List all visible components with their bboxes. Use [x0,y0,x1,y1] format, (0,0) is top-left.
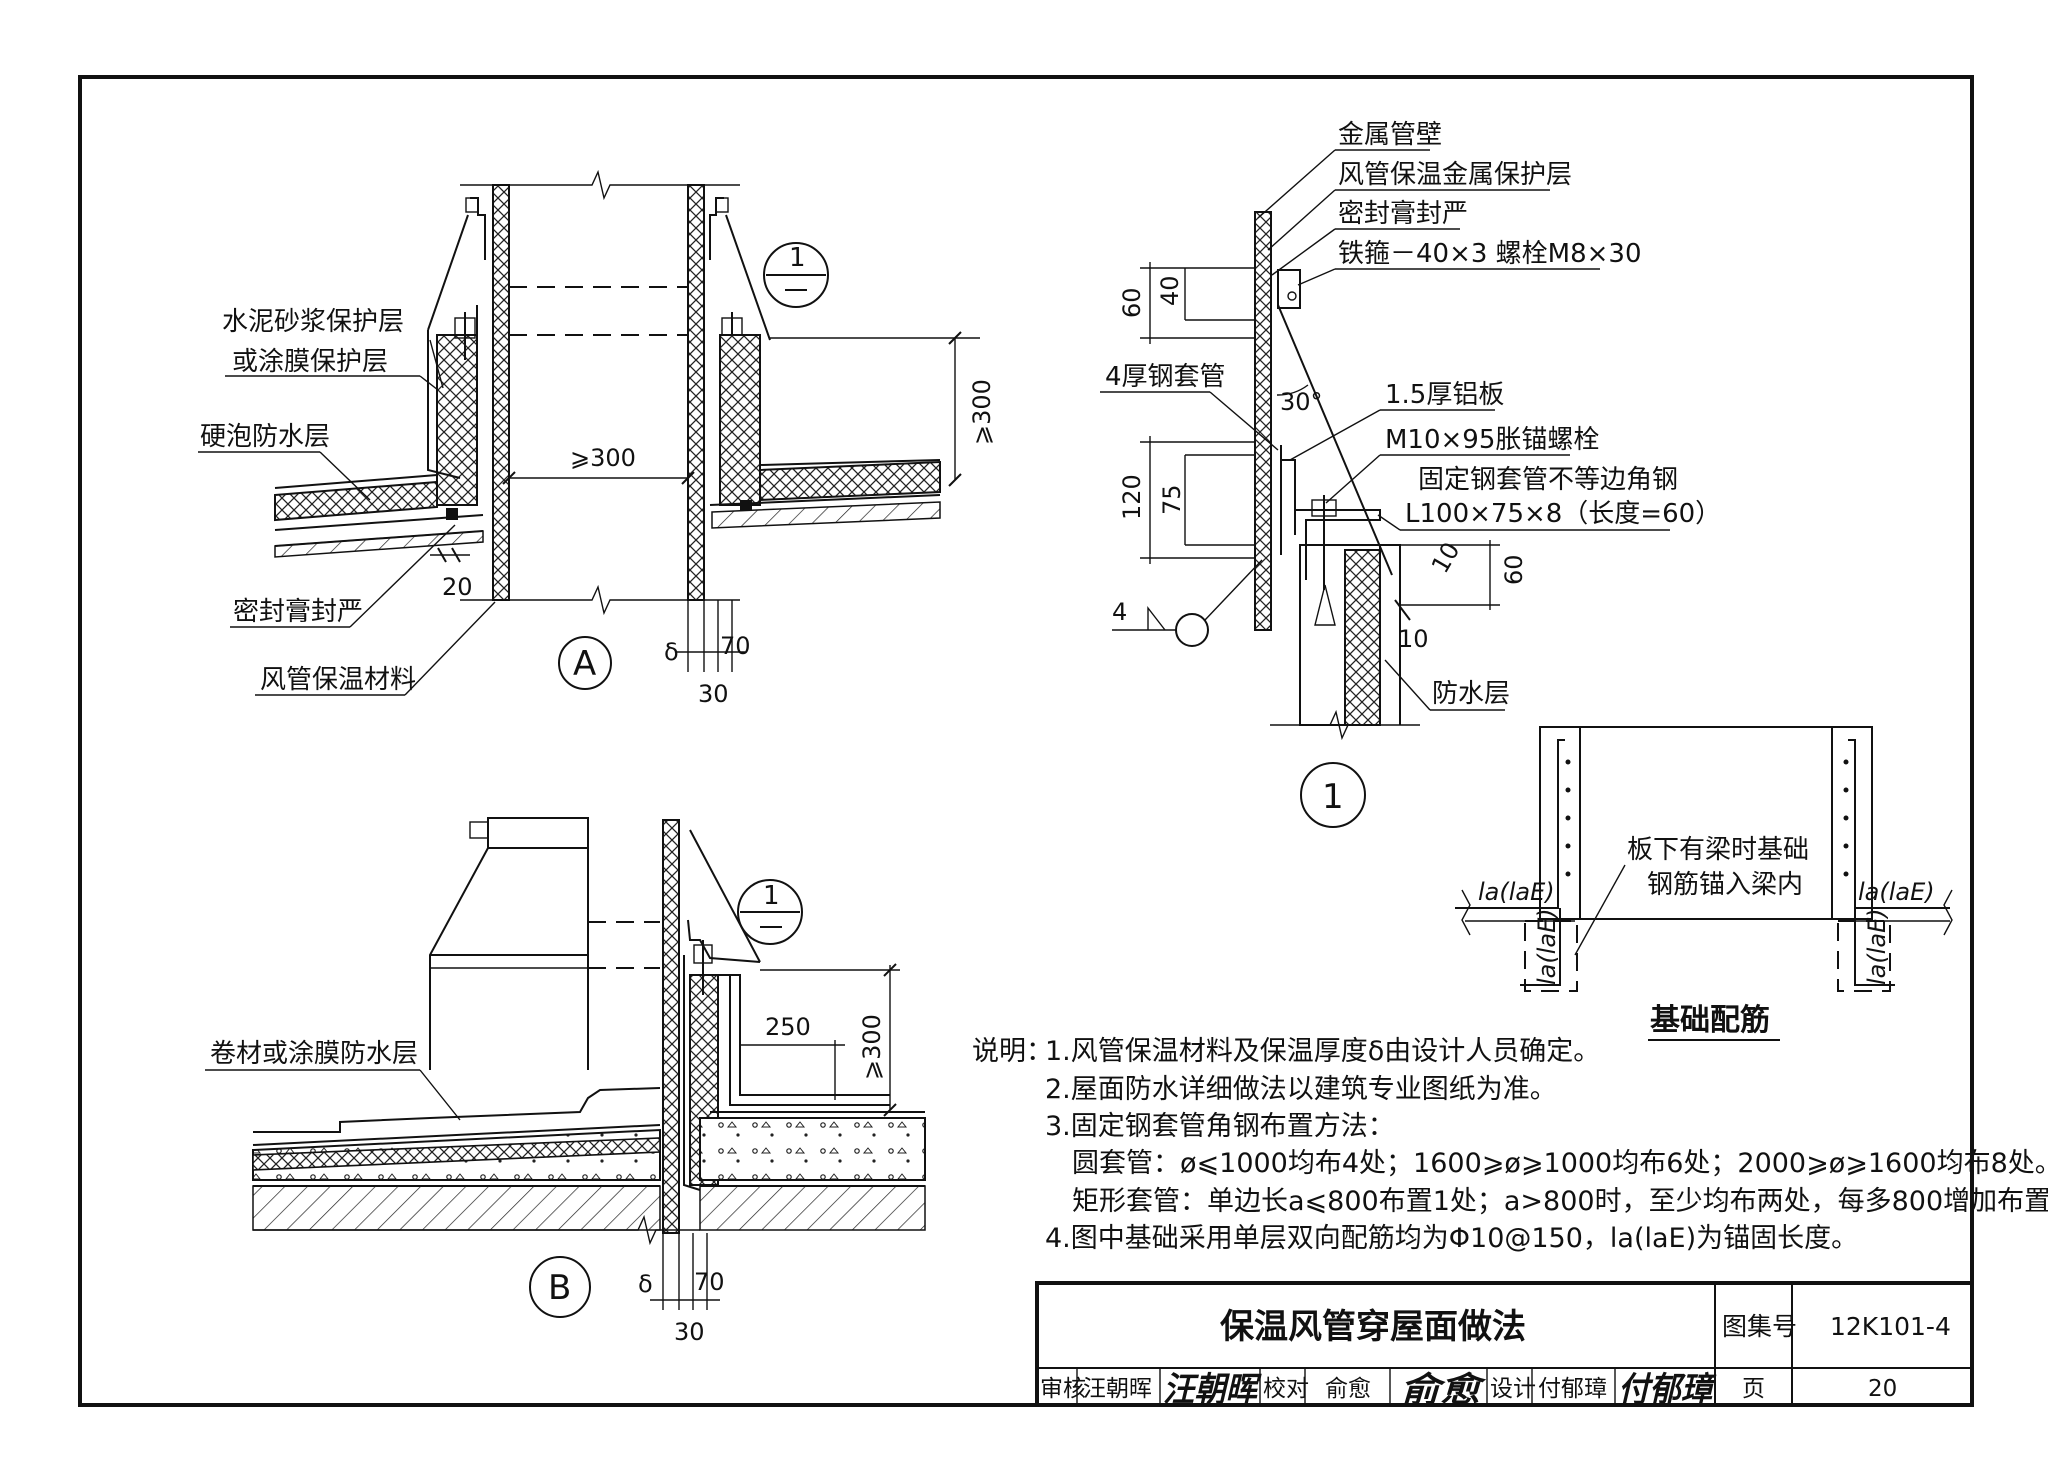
title-block-check-label: 校对 [1263,1376,1309,1402]
detail-a-label-foam: 硬泡防水层 [200,422,330,452]
detail-b-dim-70: 70 [694,1268,725,1296]
foundation-la-4: la(laE) [1863,908,1891,985]
detail-1-dim-10a: 10 [1426,538,1466,578]
detail-1-label-metal-cover: 风管保温金属保护层 [1338,160,1572,190]
foundation-title: 基础配筋 [1650,1003,1770,1038]
notes-n3: 3.固定钢套管角钢布置方法： [1045,1111,1395,1142]
detail-a-dim-70: 70 [720,632,751,660]
detail-a-label-insulation: 风管保温材料 [260,665,416,695]
detail-a-label-sealant: 密封膏封严 [233,597,363,627]
detail-1-label-angle-1: 固定钢套管不等边角钢 [1418,465,1678,495]
detail-1: 60 40 120 75 30° 60 10 10 4 1 金属管壁 风管保温金… [1100,120,1721,828]
detail-b-dim-height: ⩾300 [858,1014,886,1080]
detail-b-label-membrane: 卷材或涂膜防水层 [210,1039,418,1069]
title-block-reviewer: 汪朝晖 [1083,1376,1152,1402]
notes-heading: 说明： [972,1036,1053,1067]
detail-b-dim-30: 30 [674,1318,705,1346]
title-block-atlas-label: 图集号 [1722,1312,1797,1341]
foundation-la-3: la(laE) [1533,908,1561,985]
title-block-checker-signature: 俞愈 [1400,1370,1487,1410]
detail-1-label-al: 1.5厚铝板 [1385,380,1504,410]
foundation-detail: la(laE) la(laE) la(laE) la(laE) 板下有梁时基础 … [1455,726,1953,1041]
notes-n1: 1.风管保温材料及保温厚度δ由设计人员确定。 [1045,1036,1600,1067]
notes-block: 说明： 1.风管保温材料及保温厚度δ由设计人员确定。 2.屋面防水详细做法以建筑… [972,1036,2048,1254]
sheet-border [78,75,1974,1407]
detail-a: ⩾300 ⩾300 20 δ 70 30 A 1 水泥砂浆保护层 或涂膜保护层 [198,169,996,708]
notes-n3b: 矩形套管：单边长a⩽800布置1处；a>800时，至少均布两处，每多800增加布… [1072,1186,2048,1217]
detail-a-label-mortar-1: 水泥砂浆保护层 [222,307,404,337]
detail-a-dim-20: 20 [442,573,473,601]
detail-a-dim-height: ⩾300 [968,379,996,445]
title-block: 保温风管穿屋面做法 图集号 12K101-4 审核 汪朝晖 汪朝晖 校对 俞愈 … [1035,1281,1974,1410]
foundation-note-2: 钢筋锚入梁内 [1647,870,1803,900]
detail-1-dim-60b: 60 [1500,554,1528,585]
detail-a-dim-30: 30 [698,680,729,708]
detail-b-dim-250: 250 [765,1013,811,1041]
detail-1-label-angle-2: L100×75×8（长度=60） [1405,499,1721,529]
detail-a-dim-delta: δ [664,638,679,666]
title-block-title: 保温风管穿屋面做法 [1220,1307,1526,1347]
detail-1-label-sealant: 密封膏封严 [1338,199,1468,229]
title-block-page-label: 页 [1742,1376,1765,1402]
detail-1-label-waterproof: 防水层 [1432,679,1510,709]
title-block-reviewer-signature: 汪朝晖 [1163,1370,1263,1410]
detail-a-callout: A [573,644,596,684]
detail-1-label-metal-wall: 金属管壁 [1338,120,1442,150]
detail-1-label-sleeve: 4厚钢套管 [1105,362,1226,392]
detail-1-callout: 1 [1322,777,1344,817]
detail-1-dim-40: 40 [1156,275,1184,306]
notes-n4: 4.图中基础采用单层双向配筋均为Φ10@150，la(laE)为锚固长度。 [1045,1223,1858,1254]
title-block-checker: 俞愈 [1325,1376,1371,1402]
title-block-designer-signature: 付郁璋 [1618,1370,1717,1410]
detail-1-dim-120: 120 [1118,474,1146,520]
notes-n2: 2.屋面防水详细做法以建筑专业图纸为准。 [1045,1074,1557,1105]
notes-n3a: 圆套管：ø⩽1000均布4处；1600⩾ø⩾1000均布6处；2000⩾ø⩾16… [1072,1148,2048,1179]
detail-b-dim-delta: δ [638,1270,653,1298]
title-block-designer: 付郁璋 [1538,1376,1607,1402]
detail-a-label-mortar-2: 或涂膜保护层 [232,347,388,377]
detail-1-label-hoop: 铁箍－40×3 螺栓M8×30 [1338,239,1642,269]
title-block-page-no: 20 [1868,1376,1897,1402]
title-block-atlas-no: 12K101-4 [1830,1312,1951,1341]
detail-1-label-anchor: M10×95胀锚螺栓 [1385,425,1599,455]
detail-b-callout: B [548,1268,571,1308]
detail-b-ref: 1 [763,881,780,911]
detail-1-dim-75: 75 [1158,484,1186,515]
foundation-la-2: la(laE) [1858,878,1935,906]
detail-1-dim-30deg: 30° [1280,388,1323,416]
detail-a-ref: 1 [789,243,806,273]
detail-b: 250 ⩾300 δ 70 30 B 1 卷材或涂膜防水层 [205,817,926,1346]
detail-1-dim-10b: 10 [1398,625,1429,653]
title-block-review-label: 审核 [1040,1376,1086,1402]
foundation-la-1: la(laE) [1478,878,1555,906]
title-block-design-label: 设计 [1490,1376,1536,1402]
detail-1-dim-4: 4 [1112,598,1127,626]
foundation-note-1: 板下有梁时基础 [1627,835,1809,865]
detail-1-dim-60: 60 [1118,287,1146,318]
detail-a-dim-width: ⩾300 [570,444,636,472]
